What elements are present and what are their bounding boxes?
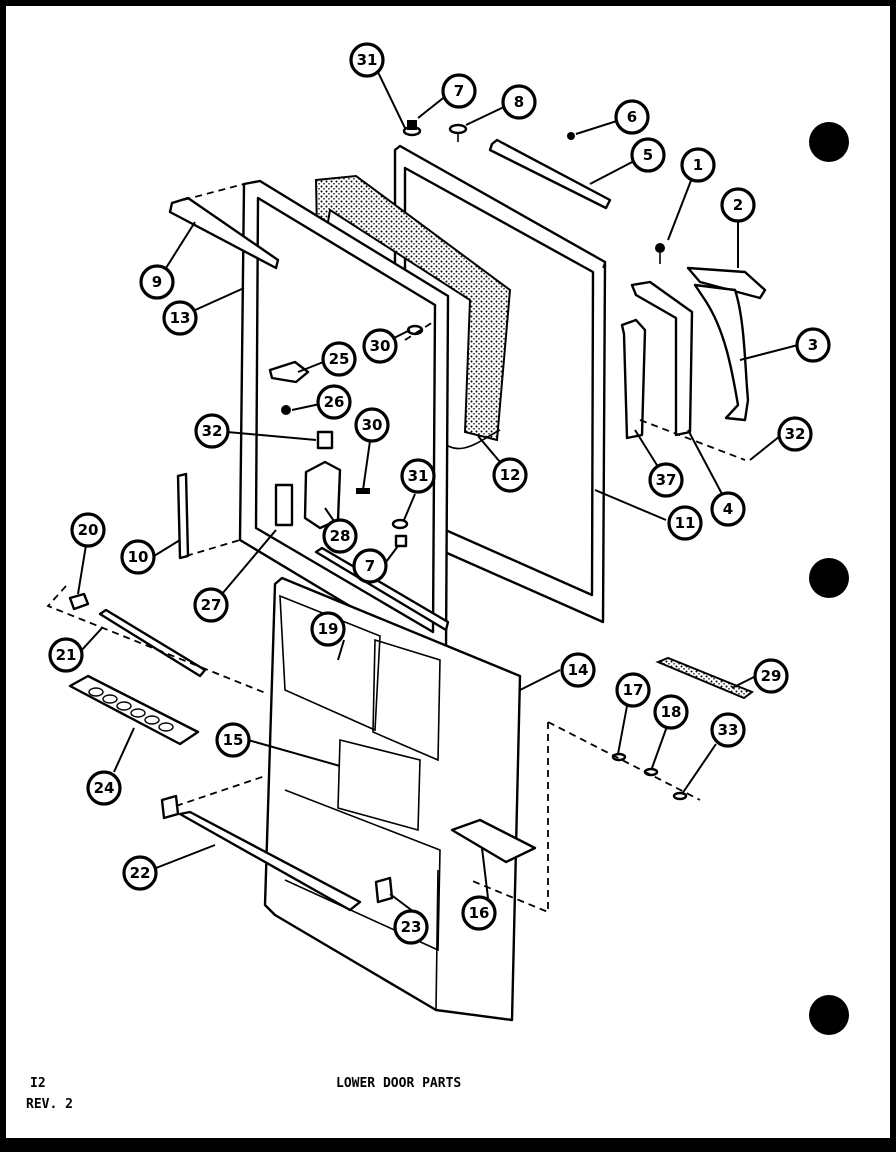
callout-20: 20 [70, 512, 106, 548]
binder-hole [809, 558, 849, 598]
shelf-bar [98, 608, 207, 678]
callout-23: 23 [393, 909, 429, 945]
sheet-id: I2 [30, 1076, 46, 1091]
trim-strip [655, 656, 755, 700]
svg-text:7: 7 [454, 82, 464, 100]
callout-37: 37 [648, 462, 684, 498]
callout-17: 17 [615, 672, 651, 708]
callout-15: 15 [215, 722, 251, 758]
page-title: LOWER DOOR PARTS [336, 1076, 461, 1091]
hardware-top [402, 120, 575, 142]
svg-text:3: 3 [808, 336, 818, 354]
callout-8: 8 [501, 84, 537, 120]
svg-text:7: 7 [365, 557, 375, 575]
svg-text:31: 31 [357, 51, 378, 69]
callout-25: 25 [321, 341, 357, 377]
callout-18: 18 [653, 694, 689, 730]
callout-31: 31 [349, 42, 385, 78]
svg-text:28: 28 [330, 527, 351, 545]
svg-text:31: 31 [408, 467, 429, 485]
bottom-shelf-bar [178, 810, 362, 912]
callout-14: 14 [560, 652, 596, 688]
callout-26: 26 [316, 384, 352, 420]
svg-text:18: 18 [661, 703, 682, 721]
inner-door-liner [263, 576, 522, 1022]
liner-clip [374, 876, 394, 904]
svg-text:6: 6 [627, 108, 637, 126]
revision-label: REV. 2 [26, 1097, 73, 1112]
callout-32b: 32 [777, 416, 813, 452]
egg-tray [68, 674, 200, 746]
svg-text:23: 23 [401, 918, 422, 936]
callout-24: 24 [86, 770, 122, 806]
inner-hardware [176, 324, 450, 632]
svg-text:19: 19 [318, 620, 339, 638]
callout-22: 22 [122, 855, 158, 891]
callout-30: 30 [362, 328, 398, 364]
callout-10: 10 [120, 539, 156, 575]
svg-text:5: 5 [643, 146, 653, 164]
svg-text:33: 33 [718, 721, 739, 739]
callout-1: 1 [680, 147, 716, 183]
svg-text:24: 24 [94, 779, 115, 797]
binder-hole [809, 995, 849, 1035]
svg-text:4: 4 [723, 500, 733, 518]
callout-5: 5 [630, 137, 666, 173]
svg-text:22: 22 [130, 864, 151, 882]
callout-2: 2 [720, 187, 756, 223]
svg-text:2: 2 [733, 196, 743, 214]
svg-text:16: 16 [469, 904, 490, 922]
callout-16: 16 [461, 895, 497, 931]
callout-19: 19 [310, 611, 346, 647]
callout-6: 6 [614, 99, 650, 135]
callout-7: 7 [441, 73, 477, 109]
svg-text:8: 8 [514, 93, 524, 111]
svg-text:14: 14 [568, 661, 589, 679]
callout-4: 4 [710, 491, 746, 527]
svg-text:37: 37 [656, 471, 677, 489]
svg-text:30: 30 [362, 416, 383, 434]
svg-text:12: 12 [500, 466, 521, 484]
callout-11: 11 [667, 505, 703, 541]
callout-13: 13 [162, 300, 198, 336]
hinge-assembly [620, 243, 767, 440]
svg-text:27: 27 [201, 596, 222, 614]
shelf-bin [450, 818, 537, 864]
svg-text:20: 20 [78, 521, 99, 539]
retainer-clip [68, 592, 90, 611]
svg-text:25: 25 [329, 350, 350, 368]
svg-text:9: 9 [152, 273, 162, 291]
callout-3: 3 [795, 327, 831, 363]
svg-text:10: 10 [128, 548, 149, 566]
svg-text:11: 11 [675, 514, 696, 532]
svg-text:30: 30 [370, 337, 391, 355]
callout-29: 29 [753, 658, 789, 694]
binder-hole [809, 122, 849, 162]
svg-text:32: 32 [202, 422, 223, 440]
callout-32: 32 [194, 413, 230, 449]
callout-7b: 7 [352, 548, 388, 584]
svg-text:29: 29 [761, 667, 782, 685]
callout-21: 21 [48, 637, 84, 673]
callout-27: 27 [193, 587, 229, 623]
callout-list: 31 7 8 6 5 9 13 1 2 3 25 30 26 32 30 12 … [48, 42, 831, 945]
callout-12: 12 [492, 457, 528, 493]
svg-text:32: 32 [785, 425, 806, 443]
bottom-clip [160, 794, 180, 820]
callout-28: 28 [322, 518, 358, 554]
svg-text:15: 15 [223, 731, 244, 749]
callout-31b: 31 [400, 458, 436, 494]
callout-33: 33 [710, 712, 746, 748]
svg-text:13: 13 [170, 309, 191, 327]
svg-text:1: 1 [693, 156, 703, 174]
svg-text:26: 26 [324, 393, 345, 411]
hinge-trim-bar [488, 138, 612, 210]
callout-9: 9 [139, 264, 175, 300]
alignment-lines [46, 183, 746, 914]
svg-text:21: 21 [56, 646, 77, 664]
callout-30b: 30 [354, 407, 390, 443]
svg-text:17: 17 [623, 681, 644, 699]
